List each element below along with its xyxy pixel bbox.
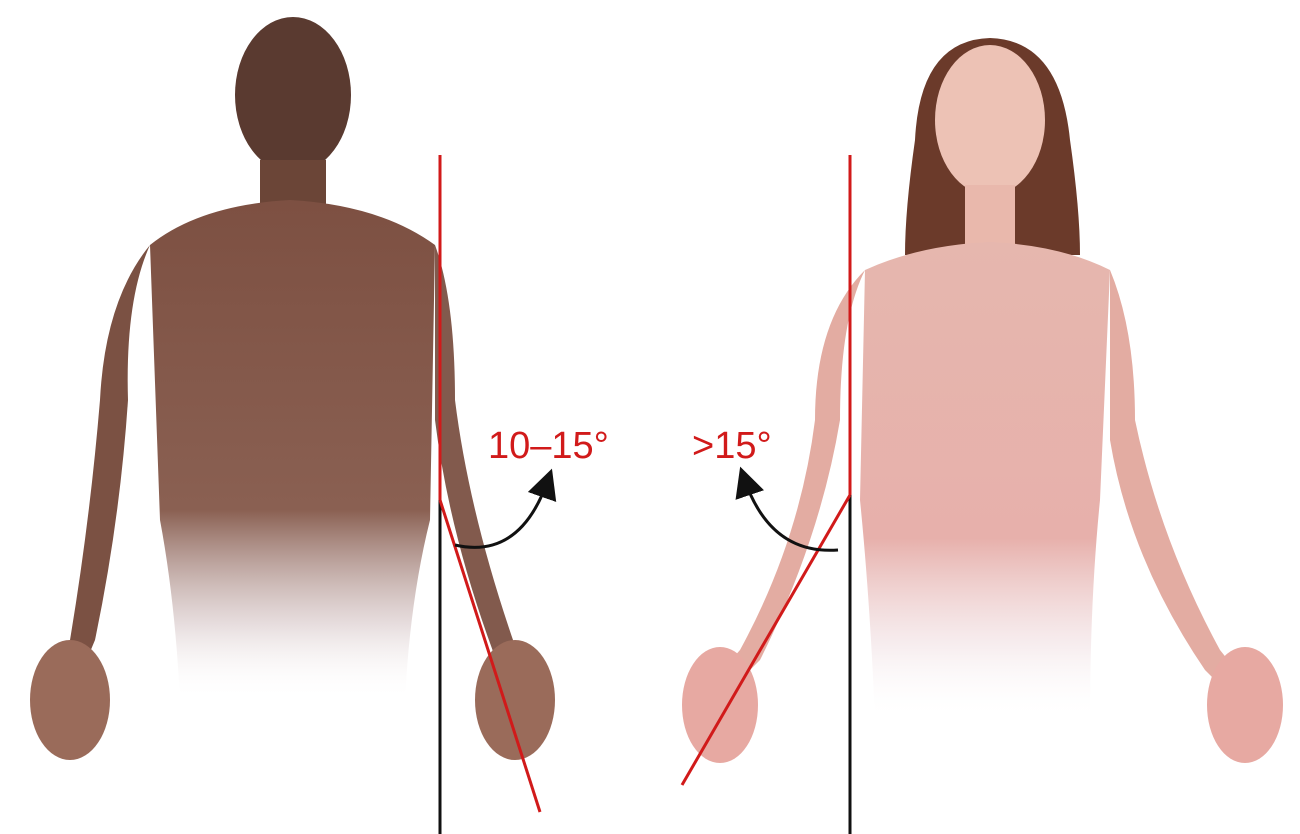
female-figure	[682, 38, 1283, 763]
male-left-arm	[40, 245, 150, 700]
male-figure	[30, 17, 555, 760]
female-head	[935, 45, 1045, 195]
female-neck	[965, 185, 1015, 245]
male-neck	[260, 160, 326, 205]
male-head	[235, 17, 351, 173]
female-left-hand	[682, 647, 758, 763]
left-angle-label: 10–15°	[488, 425, 609, 467]
right-forearm-axis	[682, 495, 850, 785]
female-right-arm	[1110, 270, 1260, 710]
female-torso	[860, 242, 1110, 720]
male-right-hand	[475, 640, 555, 760]
right-angle-label: >15°	[692, 425, 772, 467]
male-torso	[150, 200, 435, 700]
female-left-arm	[705, 270, 865, 700]
male-left-hand	[30, 640, 110, 760]
male-right-arm	[435, 245, 550, 710]
female-right-hand	[1207, 647, 1283, 763]
